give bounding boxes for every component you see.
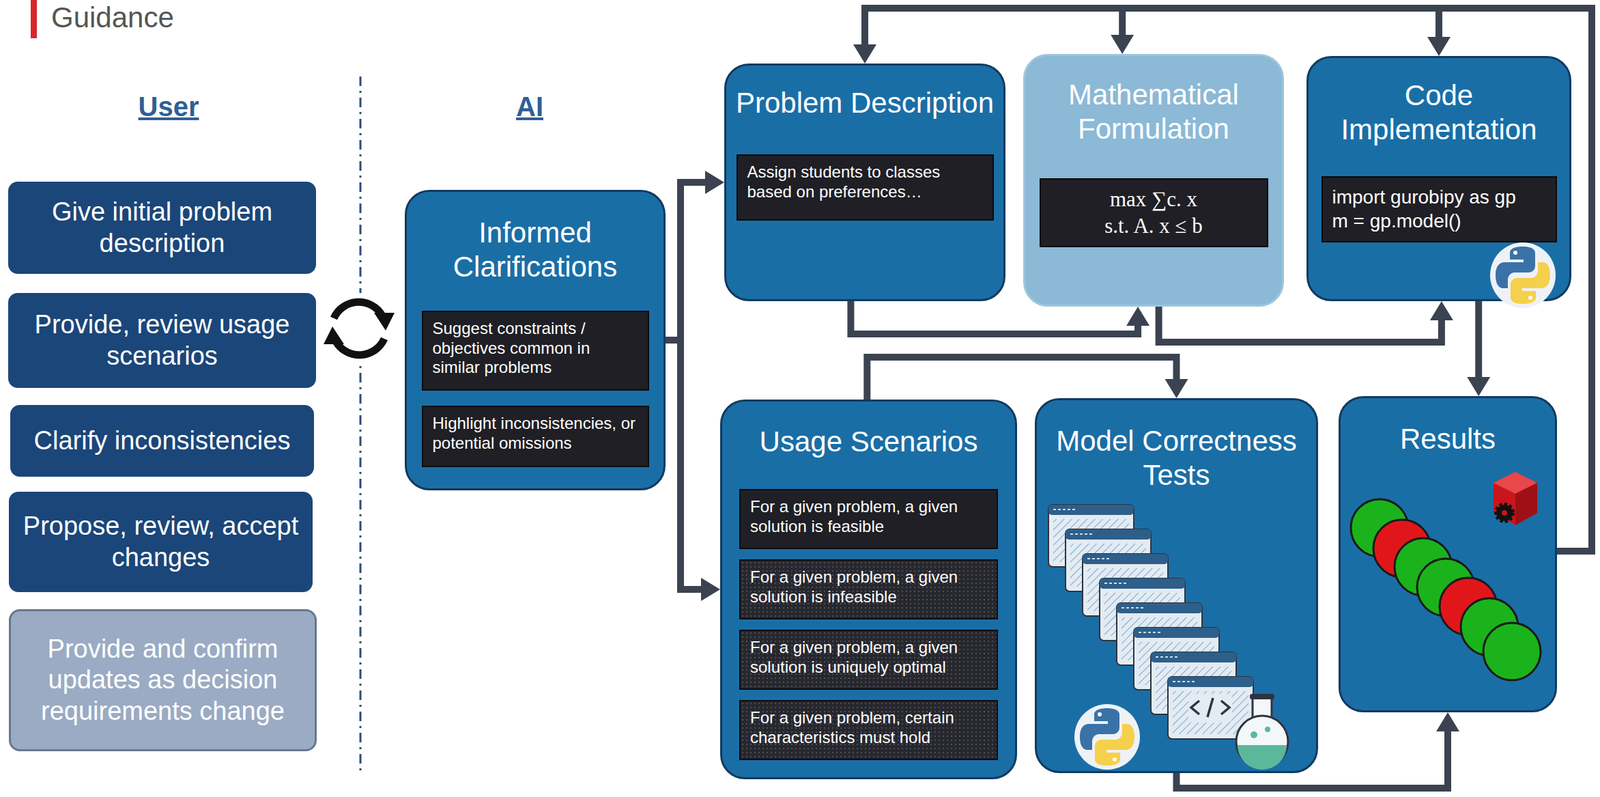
scenario-box: For a given problem, a given solution is… <box>739 488 998 549</box>
process-box: Model Correctness Tests <box>1034 397 1319 773</box>
box-title: Mathematical Formulation <box>1025 77 1282 147</box>
formula-box: max ∑c. xs.t. A. x ≤ b <box>1039 178 1269 248</box>
scenario-box: For a given problem, certain characteris… <box>739 699 998 760</box>
connector-arrow <box>665 339 721 601</box>
user-action-box: Provide, review usage scenarios <box>8 292 317 388</box>
user-action-box: Propose, review, accept changes <box>8 491 313 592</box>
column-header: User <box>138 91 200 123</box>
box-text: Suggest constraints / objectives common … <box>432 318 639 378</box>
process-box: Results <box>1338 395 1557 712</box>
connector-line <box>1159 306 1442 342</box>
box-text: Provide and confirm updates as decision … <box>23 633 303 727</box>
flask-icon <box>1236 693 1289 770</box>
arrow-head <box>1436 711 1460 732</box>
process-box: Informed ClarificationsSuggest constrain… <box>404 189 666 491</box>
connector-line <box>665 339 703 590</box>
process-box: Mathematical Formulation max ∑c. xs.t. A.… <box>1023 53 1284 307</box>
process-box: Problem DescriptionAssign students to cl… <box>724 63 1006 302</box>
connector-line <box>665 182 707 340</box>
scenario-box: For a given problem, a given solution is… <box>739 559 998 620</box>
user-action-box: Provide and confirm updates as decision … <box>8 608 317 751</box>
solver-cube <box>1493 471 1538 525</box>
connector-line <box>866 356 1177 400</box>
arrow-head <box>1430 301 1454 321</box>
box-text: Provide, review usage scenarios <box>20 309 304 372</box>
connector-arrow <box>1159 301 1454 342</box>
box-text: Highlight inconsistencies, or potential … <box>432 413 639 454</box>
box-text: Propose, review, accept changes <box>21 510 301 573</box>
connector-arrow <box>665 170 725 340</box>
arrow-head <box>701 577 721 601</box>
process-box: Code Implementation import gurobipy as g… <box>1306 55 1572 302</box>
box-title: Usage Scenarios <box>751 424 987 459</box>
user-action-box: Clarify inconsistencies <box>10 404 314 477</box>
description-box: Assign students to classes based on pref… <box>736 154 994 221</box>
connector-arrow <box>1466 301 1491 396</box>
cycle-icon <box>323 292 395 364</box>
box-text: For a given problem, a given solution is… <box>750 637 988 678</box>
connector-line <box>1475 301 1482 379</box>
box-text: Assign students to classes based on pref… <box>747 162 983 203</box>
subtitle: Guidance <box>51 1 175 35</box>
box-title: Code Implementation <box>1308 78 1570 148</box>
box-text: For a given problem, certain characteris… <box>750 707 988 748</box>
box-text: s.t. A. x ≤ b <box>1050 212 1258 240</box>
divider-line <box>359 76 362 771</box>
box-text: import gurobipy as gp <box>1332 184 1547 209</box>
result-beads <box>1350 498 1541 680</box>
box-text: m = gp.model() <box>1332 208 1547 233</box>
box-title: Model Correctness Tests <box>1036 423 1317 493</box>
box-title: Results <box>1391 421 1504 456</box>
arrow-head <box>1110 34 1134 54</box>
box-text: Give initial problem description <box>20 196 304 259</box>
hint-box: Suggest constraints / objectives common … <box>421 310 650 391</box>
arrow-head <box>1427 36 1451 56</box>
arrow-head <box>1466 376 1491 396</box>
process-box: Usage ScenariosFor a given problem, a gi… <box>720 399 1018 779</box>
user-action-box: Give initial problem description <box>8 181 317 274</box>
column-header: AI <box>516 91 544 123</box>
arrow-head <box>1165 378 1189 398</box>
box-text: max ∑c. x <box>1050 186 1258 213</box>
connector-arrow <box>866 356 1188 400</box>
code-box: import gurobipy as gpm = gp.model() <box>1321 176 1557 243</box>
box-text: For a given problem, a given solution is… <box>750 496 988 537</box>
accent-bar <box>30 0 37 39</box>
hint-box: Highlight inconsistencies, or potential … <box>421 405 650 467</box>
arrow-head <box>705 170 725 194</box>
box-title: Problem Description <box>727 86 1003 121</box>
box-text: For a given problem, a given solution is… <box>750 567 988 607</box>
arrow-head <box>1126 306 1150 326</box>
box-text: Clarify inconsistencies <box>34 425 291 457</box>
box-title: Informed Clarifications <box>406 215 664 285</box>
scenario-box: For a given problem, a given solution is… <box>739 629 998 690</box>
arrow-head <box>853 44 877 64</box>
